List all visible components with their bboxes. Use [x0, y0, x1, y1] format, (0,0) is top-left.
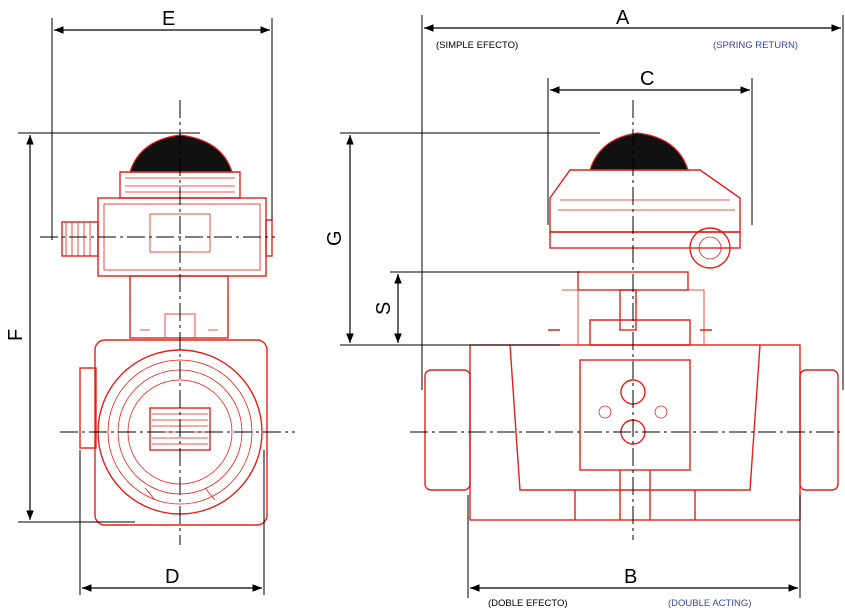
double-acting-note: (DOUBLE ACTING) — [668, 598, 751, 609]
dimension-f-label: F — [5, 329, 27, 341]
indicator-knob — [689, 227, 731, 269]
dimension-d-label: D — [165, 566, 179, 588]
dimension-c-label: C — [640, 68, 654, 90]
switch-box-body — [97, 197, 267, 277]
switch-box-cap-front — [589, 132, 689, 171]
double-effect-note: (DOBLE EFECTO) — [488, 598, 568, 609]
simple-effect-note: (SIMPLE EFECTO) — [436, 40, 518, 51]
dimension-g-label: G — [324, 230, 346, 246]
switch-box-cap — [129, 134, 233, 173]
side-view — [18, 18, 295, 595]
dimension-e-label: E — [162, 8, 175, 30]
front-view — [340, 15, 844, 598]
dimension-a-label: A — [616, 7, 630, 29]
dimension-b-label: B — [624, 566, 637, 588]
cable-gland — [61, 221, 99, 257]
spring-return-note: (SPRING RETURN) — [713, 40, 798, 51]
mounting-bracket — [129, 275, 229, 339]
dimension-s-label: S — [373, 302, 395, 315]
